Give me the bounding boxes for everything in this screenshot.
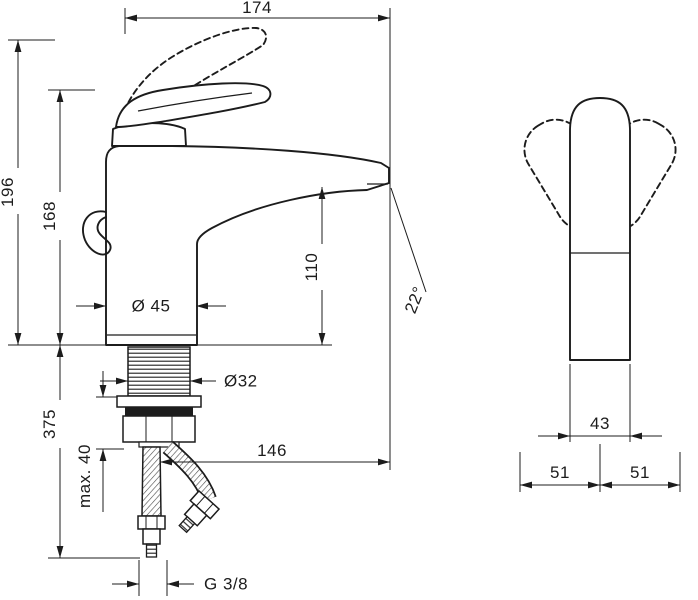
- fitting-nut: [137, 515, 166, 530]
- dim-label-depth-front: 51: [550, 463, 570, 482]
- dim-label-overall-height: 196: [0, 177, 17, 207]
- front-dimension-lines: [14, 14, 390, 588]
- dim-label-spout-reach: 146: [257, 441, 287, 460]
- threaded-shank: [127, 346, 191, 397]
- hose-straight: [141, 446, 162, 517]
- dim-label-installation-depth: 375: [40, 409, 59, 439]
- handle-edge-line: [137, 92, 253, 112]
- side-body-outline: [569, 97, 631, 361]
- dim-label-body-depth: 43: [590, 414, 610, 433]
- dim-label-max-counter-thickness: max. 40: [75, 444, 94, 508]
- side-extension-lines: [519, 364, 681, 492]
- dim-label-handle-height: 168: [40, 201, 59, 231]
- hose-fitting-straight: [137, 515, 166, 558]
- handle-lever: [115, 82, 272, 128]
- dim-label-outlet-height: 110: [302, 253, 321, 282]
- front-supply-hoses: [137, 441, 221, 558]
- dim-label-connection-thread: G 3/8: [204, 575, 248, 594]
- fitting-thread: [145, 543, 158, 558]
- dim-label-shank-diameter: Ø32: [224, 372, 258, 391]
- side-dimension-labels: 43 51 51: [550, 414, 650, 482]
- dim-label-depth-back: 51: [630, 463, 650, 482]
- hose-curved-braid: [163, 442, 215, 502]
- mounting-nut: [122, 415, 196, 443]
- front-faucet: [82, 27, 390, 346]
- popup-rod-curl: [82, 210, 112, 256]
- fitting-facets: [195, 495, 214, 514]
- side-view: 43 51 51: [519, 97, 681, 492]
- washer: [116, 395, 202, 408]
- fitting-body: [142, 528, 161, 545]
- fitting-facets: [145, 516, 158, 529]
- rubber-seal: [125, 407, 193, 416]
- fitting-thread: [178, 515, 196, 534]
- front-mounting-hardware: [116, 346, 202, 448]
- dim-label-overall-projection: 174: [242, 0, 272, 17]
- side-dimension-lines: [520, 432, 680, 489]
- nut-facet-lines: [145, 416, 173, 442]
- hose-fitting-angled: [178, 489, 221, 534]
- front-view: 174 196 168 375 110 Ø 45 Ø32 max. 40 146…: [0, 0, 429, 596]
- dim-label-body-diameter: Ø 45: [132, 297, 171, 316]
